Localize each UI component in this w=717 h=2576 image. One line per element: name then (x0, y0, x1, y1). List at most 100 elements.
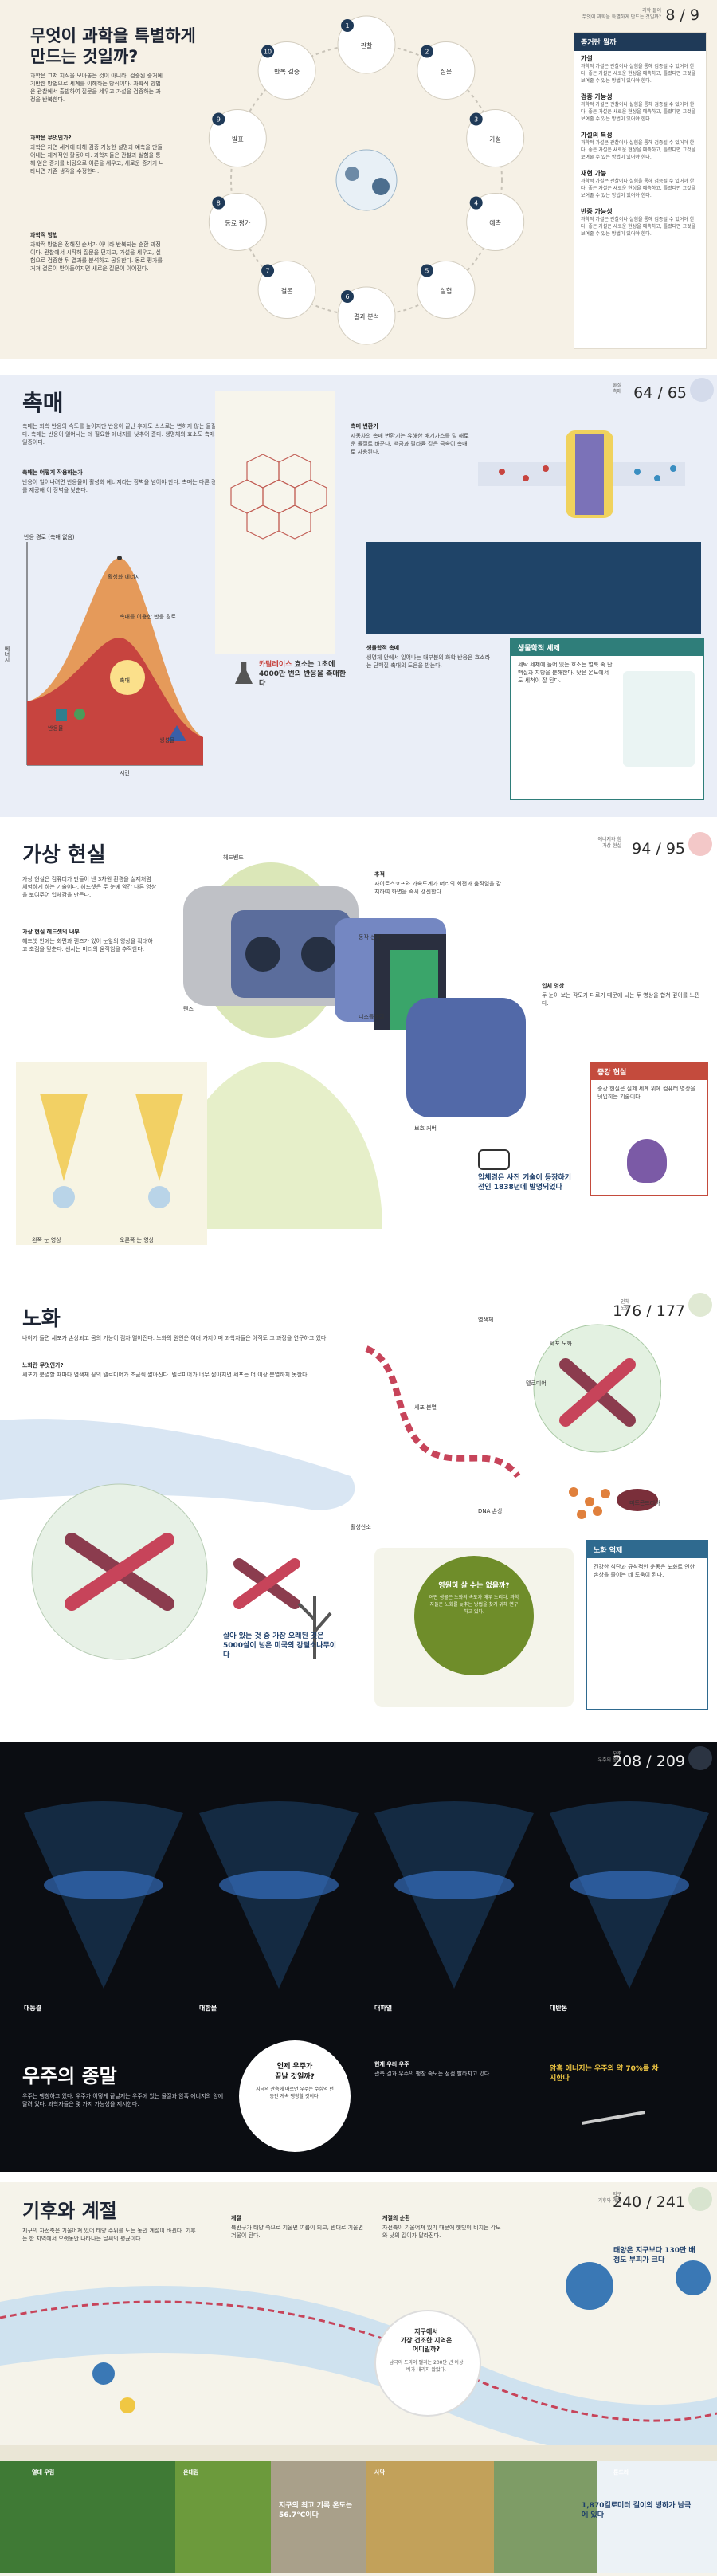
scenario-label: 대동결 (24, 2005, 42, 2012)
diagram-label: 보호 커버 (414, 1125, 437, 1132)
fact-highlight: 카탈레이스 (259, 661, 292, 669)
intro-text: 촉매는 화학 반응의 속도를 높이지만 반응이 끝난 후에도 스스로는 변하지 … (22, 423, 221, 446)
graph-label: 생성물 (159, 737, 175, 744)
running-head: 우주 우주의 종말 (598, 1751, 621, 1763)
running-head: 인체 노화 (620, 1299, 629, 1311)
intro-text: 나이가 들면 세포가 손상되고 몸의 기능이 점차 떨어진다. 노화의 원인은 … (22, 1335, 328, 1341)
page-number: 176 / 177 (612, 1302, 685, 1320)
fact-callout: 암흑 에너지는 우주의 약 70%를 차지한다 (550, 2065, 659, 2083)
structure-panel (215, 391, 335, 654)
climate-band-illustration (0, 2260, 717, 2573)
cycle-step-number: 8 (217, 200, 221, 207)
corner-emblem (688, 1746, 712, 1770)
catalytic-converter-illustration (478, 430, 685, 518)
running-head: 에너지와 힘 가상 현실 (598, 837, 621, 849)
cycle-step (257, 41, 316, 100)
graph-label: 촉매 (120, 677, 130, 684)
question-title: 영원히 살 수는 없을까? (438, 1582, 510, 1590)
cycle-step-badge (420, 45, 433, 58)
section-heading: 과학적 방법 (30, 232, 58, 238)
fact-callout: 입체경은 사진 기술이 등장하기 전인 1838년에 발명되었다 (478, 1174, 572, 1192)
cycle-step-label: 결론 (281, 287, 293, 295)
corner-emblem (690, 378, 714, 402)
cycle-step-badge (341, 290, 354, 303)
climate-zone-label: 온대림 (183, 2469, 199, 2476)
sidebar-text: 과학적 가설은 관찰이나 실험을 통해 검증될 수 있어야 한다. 좋은 가설은… (581, 217, 696, 237)
section-heading: 촉매는 어떻게 작용하는가 (22, 469, 83, 476)
cycle-step-badge (261, 264, 275, 277)
page-title: 노화 (22, 1307, 61, 1331)
cycle-step-label: 가설 (489, 135, 501, 143)
cycle-step-badge (341, 19, 354, 32)
diagram-label: 왼쪽 눈 영상 (32, 1237, 61, 1243)
cycle-step-label: 질문 (441, 68, 453, 75)
section-heading: 가상 현실 헤드셋의 내부 (22, 929, 80, 935)
section-text: 북반구가 태양 쪽으로 기울면 여름이 되고, 반대로 기울면 겨울이 된다. (231, 2225, 363, 2239)
fact-callout: 카탈레이스 효소는 1초에 4000만 번의 반응을 촉매한다 (259, 660, 347, 689)
section-text: 자이로스코프와 가속도계가 머리의 회전과 움직임을 감지하여 화면을 즉시 갱… (374, 881, 502, 895)
cycle-step (337, 15, 396, 74)
section-heading: 과학은 무엇인가? (30, 135, 72, 141)
cycle-step-label: 발표 (232, 135, 244, 143)
diagram-label: 세포 노화 (550, 1341, 572, 1347)
question-title: 언제 우주가 끝날 것일까? (275, 2063, 315, 2081)
cycle-step (208, 193, 267, 252)
fact-text: 효소는 1초에 4000만 번의 반응을 촉매한다 (259, 661, 346, 688)
question-circle (374, 2310, 481, 2417)
cycle-step-label: 관찰 (361, 41, 373, 49)
section-heading: 생물학적 촉매 (366, 645, 400, 651)
section-text: 과학은 자연 세계에 대해 검증 가능한 설명과 예측을 만들어내는 체계적인 … (30, 144, 165, 175)
corner-emblem (688, 832, 712, 856)
section-heading: 추적 (374, 871, 385, 878)
section-text: 반응이 일어나려면 반응물이 활성화 에너지라는 장벽을 넘어야 한다. 촉매는… (22, 479, 221, 493)
universe-disk (44, 1871, 163, 1899)
climate-zone-label: 열대 우림 (32, 2469, 55, 2476)
scenario-label: 대반동 (550, 2005, 568, 2012)
spread-virtual-reality: 가상 현실 에너지와 힘 가상 현실 94 / 95 가상 현실은 컴퓨터가 만… (0, 823, 717, 1269)
sidebar-heading: 반증 가능성 (581, 208, 613, 215)
sidebar-heading: 검증 가능성 (581, 93, 613, 100)
sidebar-text: 과학적 가설은 관찰이나 실험을 통해 검증될 수 있어야 한다. 좋은 가설은… (581, 179, 696, 198)
intro-text: 과학은 그저 지식을 모아놓은 것이 아니라, 검증된 증거에 기반한 방법으로… (30, 73, 163, 103)
section-text: 자동차의 촉매 변환기는 유해한 배기가스를 덜 해로운 물질로 바꾼다. 백금… (351, 433, 469, 455)
fact-callout: 살아 있는 것 중 가장 오래된 것은 5000살이 넘은 미국의 강털소나무이… (223, 1632, 337, 1659)
page-number: 240 / 241 (612, 2193, 685, 2211)
climate-zone-label: 툰드라 (613, 2469, 629, 2476)
question-circle (239, 2040, 351, 2152)
cycle-step-number: 6 (345, 293, 349, 300)
section-heading: 촉매 변환기 (351, 423, 378, 430)
cycle-step-number: 10 (264, 48, 272, 55)
page-title: 우주의 종말 (22, 2065, 117, 2087)
section-heading: 입체 영상 (542, 983, 565, 989)
running-head: 과학 들어 무엇이 과학을 특별하게 만드는 것일까? (582, 8, 661, 20)
ar-panel: 증강 현실 증강 현실은 실제 세계 위에 컴퓨터 영상을 덧입히는 기술이다. (590, 1062, 708, 1196)
diagram-label: 세포 분열 (414, 1404, 437, 1411)
scenario-label: 대함몰 (199, 2005, 217, 2012)
page-number: 94 / 95 (632, 840, 685, 858)
cycle-step-label: 실험 (441, 287, 453, 295)
section-text: 세포가 분열할 때마다 염색체 끝의 텔로미어가 조금씩 짧아진다. 텔로미어가… (22, 1372, 309, 1378)
intro-text: 지구의 자전축은 기울어져 있어 태양 주위를 도는 동안 계절이 바뀐다. 기… (22, 2228, 196, 2242)
axis-label-x: 시간 (120, 770, 130, 776)
running-head: 물질 촉매 (612, 383, 621, 395)
energy-diagram (26, 542, 203, 766)
cycle-step-badge (212, 112, 225, 126)
section-heading: 계절의 순환 (382, 2215, 410, 2221)
question-text: 지금의 관측에 따르면 우주는 수십억 년 동안 계속 팽창할 것이다. (256, 2087, 334, 2099)
graph-label: 활성화 에너지 (108, 574, 140, 580)
section-text: 헤드셋 안에는 화면과 렌즈가 있어 눈앞의 영상을 확대하고 초점을 맞춘다.… (22, 938, 153, 952)
cycle-step-label: 반복 검증 (274, 67, 300, 75)
intro-text: 우주는 팽창하고 있다. 우주가 어떻게 끝날지는 우주에 있는 물질과 암흑 … (22, 2093, 224, 2107)
panel-title: 증강 현실 (591, 1063, 707, 1080)
sidebar-heading: 재현 가능 (581, 170, 607, 177)
section-text: 두 눈이 보는 각도가 다르기 때문에 뇌는 두 영상을 합쳐 깊이를 느낀다. (542, 992, 700, 1007)
question-text: 남극의 드라이 밸리는 200만 년 이상 비가 내리지 않았다. (389, 2360, 464, 2373)
question-title: 지구에서 가장 건조한 지역은 어디일까? (400, 2328, 453, 2353)
sidebar-heading: 가설 (581, 55, 593, 62)
detergent-panel: 생물학적 세제 세탁 세제에 들어 있는 효소는 얼룩 속 단백질과 지방을 분… (510, 638, 704, 800)
cycle-step-number: 3 (474, 116, 478, 123)
panel-text: 증강 현실은 실제 세계 위에 컴퓨터 영상을 덧입히는 기술이다. (598, 1086, 695, 1100)
